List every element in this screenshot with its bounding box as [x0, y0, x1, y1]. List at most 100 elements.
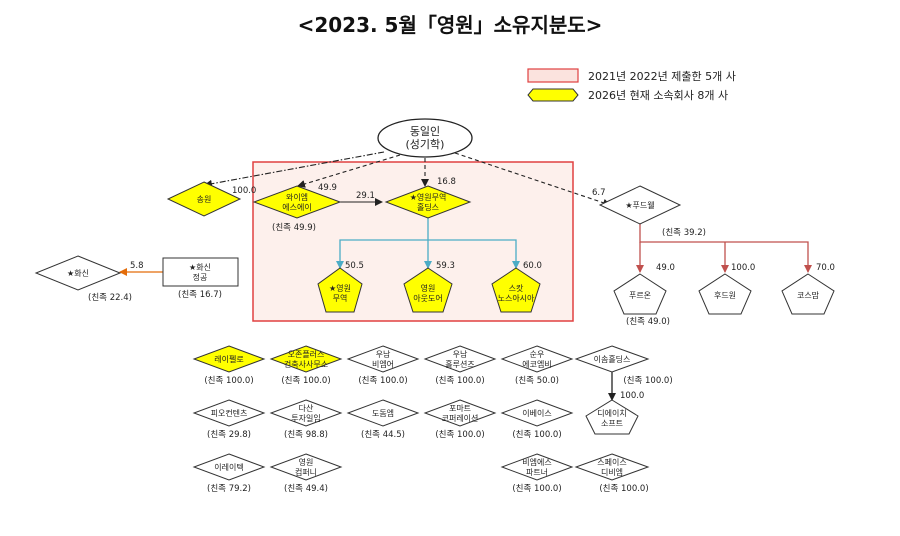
svg-text:투자일임: 투자일임 — [291, 414, 320, 423]
node-mart: 포마트 코퍼레이션 (친족 100.0) — [423, 399, 497, 440]
holdings-edges — [336, 218, 520, 269]
svg-text:(친족 100.0): (친족 100.0) — [358, 375, 407, 386]
node-hwasin: ★화신 (친족 22.4) — [34, 255, 132, 303]
svg-text:(친족 100.0): (친족 100.0) — [204, 375, 253, 386]
svg-text:오존플러스: 오존플러스 — [288, 350, 325, 359]
svg-text:★화신: ★화신 — [67, 269, 89, 278]
svg-text:(친족 22.4): (친족 22.4) — [88, 292, 132, 303]
svg-text:홀딩스: 홀딩스 — [417, 202, 439, 212]
pct-holdings-scott: 60.0 — [523, 261, 542, 271]
svg-text:스페이스: 스페이스 — [597, 457, 626, 467]
pct-food-puron: 49.0 — [656, 263, 675, 273]
pct-food-foodwon: 100.0 — [731, 263, 755, 273]
svg-text:후드원: 후드원 — [714, 291, 736, 300]
pct-iseum-design: 100.0 — [620, 391, 644, 401]
person-sub: (성기학) — [406, 138, 445, 151]
node-yw-outdoor: 영원 아웃도어 — [403, 267, 453, 313]
svg-text:피오컨텐츠: 피오컨텐츠 — [211, 408, 248, 418]
node-unam-vm: 우남 비엠어 (친족 100.0) — [346, 345, 420, 386]
svg-text:포마트: 포마트 — [449, 404, 471, 413]
svg-text:이베이스: 이베이스 — [522, 408, 551, 418]
pct-food-kosmo: 70.0 — [816, 263, 835, 273]
page-title: <2023. 5월「영원」소유지분도> — [297, 13, 603, 37]
svg-text:★영원: ★영원 — [329, 283, 351, 293]
legend-yellow-label: 2026년 현재 소속회사 8개 사 — [588, 89, 728, 102]
svg-text:(친족 98.8): (친족 98.8) — [284, 429, 328, 440]
svg-text:디비엠: 디비엠 — [601, 467, 623, 477]
node-design-soft: 디에이치 소프트 — [585, 399, 639, 435]
pct-hwasinjg-hwasin: 5.8 — [130, 261, 144, 271]
svg-text:스캇: 스캇 — [509, 283, 524, 293]
node-rayfellow: 레이펠로 (친족 100.0) — [192, 345, 266, 386]
svg-text:무역: 무역 — [333, 293, 348, 303]
svg-text:에코엠비: 에코엠비 — [522, 359, 551, 369]
svg-text:파트너: 파트너 — [526, 467, 548, 477]
svg-text:(친족 79.2): (친족 79.2) — [207, 483, 251, 494]
svg-text:이솜홀딩스: 이솜홀딩스 — [594, 354, 631, 364]
node-dodam: 도돔엠 (친족 44.5) — [346, 399, 420, 440]
svg-text:레이펠로: 레이펠로 — [214, 354, 243, 364]
pct-holdings-outdoor: 59.3 — [436, 261, 455, 271]
node-iseum: 이솜홀딩스 (친족 100.0) — [574, 345, 673, 386]
svg-text:(친족 16.7): (친족 16.7) — [178, 289, 222, 300]
svg-text:(친족 100.0): (친족 100.0) — [599, 483, 648, 494]
pct-person-holdings: 16.8 — [437, 177, 456, 187]
pct-yies-holdings: 29.1 — [356, 191, 375, 201]
edge-food-kosmo — [639, 222, 812, 273]
svg-text:디에이치: 디에이치 — [597, 408, 626, 418]
edge-person-yies — [297, 154, 401, 188]
svg-text:(친족 100.0): (친족 100.0) — [435, 429, 484, 440]
svg-text:(친족 29.8): (친족 29.8) — [207, 429, 251, 440]
svg-text:순우: 순우 — [530, 350, 545, 359]
svg-text:★영원무역: ★영원무역 — [410, 192, 447, 202]
svg-text:에스에이: 에스에이 — [282, 202, 311, 212]
svg-text:(친족 100.0): (친족 100.0) — [281, 375, 330, 386]
svg-text:(친족 100.0): (친족 100.0) — [512, 483, 561, 494]
svg-text:(친족 39.2): (친족 39.2) — [662, 227, 706, 238]
svg-text:코스맘: 코스맘 — [797, 290, 820, 300]
svg-text:(친족 49.9): (친족 49.9) — [272, 222, 316, 233]
edge-holdings-scott — [428, 239, 520, 269]
node-ywc: 영원 컴퍼니 (친족 49.4) — [269, 453, 343, 494]
svg-text:컴퍼니: 컴퍼니 — [295, 467, 317, 477]
node-pio: 피오컨텐츠 (친족 29.8) — [192, 399, 266, 440]
person-name: 동일인 — [410, 124, 440, 138]
svg-text:코퍼레이션: 코퍼레이션 — [442, 413, 479, 423]
svg-text:(친족 50.0): (친족 50.0) — [515, 375, 559, 386]
svg-text:우남: 우남 — [376, 350, 391, 359]
node-ym-sa: 와이엠 에스에이 (친족 49.9) — [252, 185, 342, 233]
node-seongwoo: 송원 — [166, 181, 242, 217]
pct-person-yies: 49.9 — [318, 183, 337, 193]
svg-text:정공: 정공 — [193, 272, 208, 282]
legend-yellow-swatch — [527, 88, 579, 102]
node-eleven: 이레이텍 (친족 79.2) — [192, 453, 266, 494]
node-ojonlines: 오존플러스 건축사사무소 (친족 100.0) — [269, 345, 343, 386]
svg-text:와이엠: 와이엠 — [286, 192, 308, 202]
svg-text:푸르온: 푸르온 — [629, 291, 651, 300]
svg-text:홀루션즈: 홀루션즈 — [445, 359, 474, 369]
edge-holdings-trade — [336, 239, 428, 269]
svg-text:(친족 44.5): (친족 44.5) — [361, 429, 405, 440]
edge-person-food — [454, 152, 611, 207]
edge-person-seongwoo — [204, 151, 385, 188]
svg-text:아웃도어: 아웃도어 — [413, 293, 442, 303]
svg-text:비엠에스: 비엠에스 — [522, 457, 551, 467]
node-space: 스페이스 디비엠 (친족 100.0) — [574, 453, 650, 494]
svg-text:★푸드웰: ★푸드웰 — [625, 200, 654, 210]
legend-red-swatch — [527, 68, 579, 83]
node-person: 동일인 (성기학) — [377, 118, 473, 158]
node-puron: 푸르온 (친족 49.0) — [613, 273, 670, 327]
node-foodwell: ★푸드웰 (친족 39.2) — [598, 185, 706, 238]
svg-text:영원: 영원 — [421, 283, 436, 293]
svg-text:이레이텍: 이레이텍 — [214, 462, 243, 472]
svg-text:(친족 49.4): (친족 49.4) — [284, 483, 328, 494]
node-unam-hs: 우남 홀루션즈 (친족 100.0) — [423, 345, 497, 386]
svg-text:건축사사무소: 건축사사무소 — [284, 359, 328, 369]
svg-text:우남: 우남 — [453, 350, 468, 359]
food-edges — [636, 222, 812, 273]
node-yw-trade: ★영원 무역 — [317, 267, 363, 313]
svg-text:(친족 100.0): (친족 100.0) — [435, 375, 484, 386]
person-edges — [204, 151, 611, 207]
pct-person-seongwoo: 100.0 — [232, 186, 256, 196]
